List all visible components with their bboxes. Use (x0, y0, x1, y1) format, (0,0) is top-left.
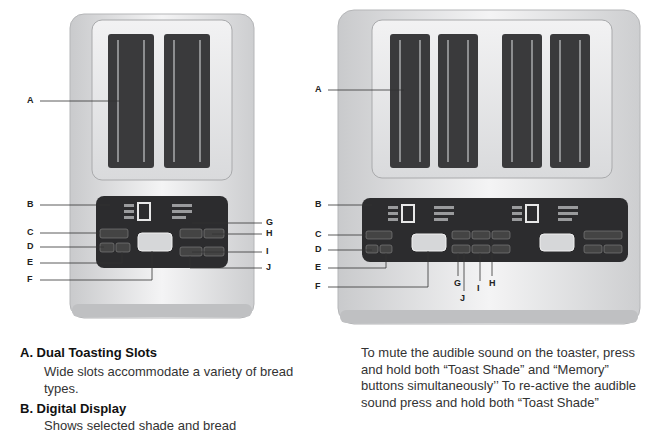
callout-letter: C (315, 229, 322, 240)
two-slot-toaster (70, 14, 254, 318)
leader-lines (40, 90, 492, 291)
callout-letter: I (266, 246, 269, 257)
feature-heading: A. Dual Toasting Slots (20, 345, 157, 361)
callout-letter: G (454, 278, 461, 289)
callout-letter: D (315, 244, 322, 255)
callout-letter: A (315, 84, 322, 95)
callout-letter: H (266, 228, 273, 239)
instruction-note: To mute the audible sound on the toaster… (361, 345, 651, 411)
callout-letter: F (315, 281, 321, 292)
callout-letter: G (266, 217, 273, 228)
feature-heading: B. Digital Display (20, 401, 126, 417)
feature-description: Shows selected shade and bread (44, 418, 314, 433)
callout-letter: J (460, 293, 465, 304)
callout-letter: D (27, 241, 34, 252)
callout-letter: E (315, 262, 321, 273)
callout-letter: H (489, 278, 496, 289)
callout-letter: C (27, 227, 34, 238)
callout-letter: J (266, 262, 271, 273)
callout-letter: I (477, 283, 480, 294)
four-slot-toaster (338, 10, 640, 324)
callout-letter: A (27, 95, 34, 106)
callout-letter: B (315, 199, 322, 210)
callout-letter: B (27, 199, 34, 210)
feature-description: Wide slots accommodate a variety of brea… (44, 364, 314, 397)
callout-letter: F (27, 274, 33, 285)
callout-letter: E (27, 257, 33, 268)
